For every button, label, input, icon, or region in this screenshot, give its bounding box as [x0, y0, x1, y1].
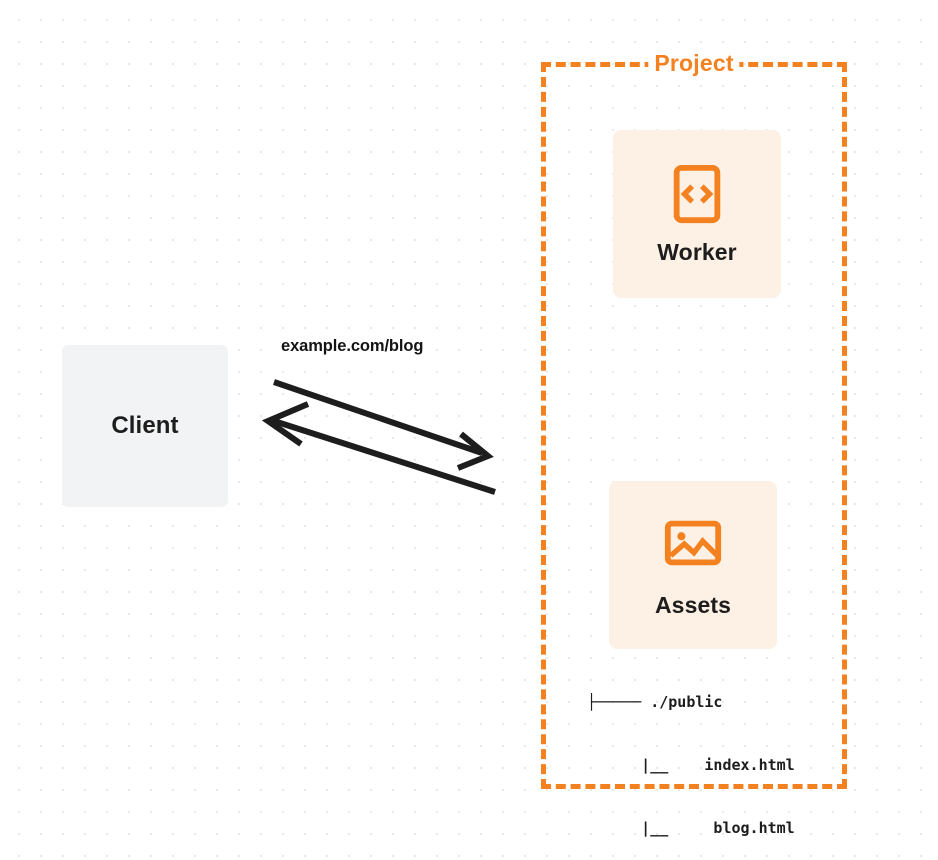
worker-node[interactable]: Worker — [613, 130, 781, 298]
project-boundary: Project — [541, 50, 847, 789]
connection-url-label: example.com/blog — [281, 337, 424, 355]
request-arrow — [273, 379, 494, 471]
assets-node[interactable]: Assets — [609, 481, 777, 649]
client-node-label: Client — [111, 412, 179, 439]
file-tree-row: |__ index.html — [587, 756, 795, 774]
code-brackets-icon — [673, 164, 721, 223]
assets-file-tree: ├───── ./public |__ index.html |__ blog.… — [587, 650, 795, 860]
assets-node-label: Assets — [654, 591, 732, 618]
client-node[interactable]: Client — [62, 345, 228, 507]
file-tree-row: ├───── ./public — [587, 693, 723, 711]
response-arrow — [261, 401, 496, 495]
project-title: Project — [648, 50, 740, 77]
worker-node-label: Worker — [657, 238, 737, 265]
file-tree-row: |__ blog.html — [587, 819, 795, 837]
image-icon — [664, 520, 722, 565]
